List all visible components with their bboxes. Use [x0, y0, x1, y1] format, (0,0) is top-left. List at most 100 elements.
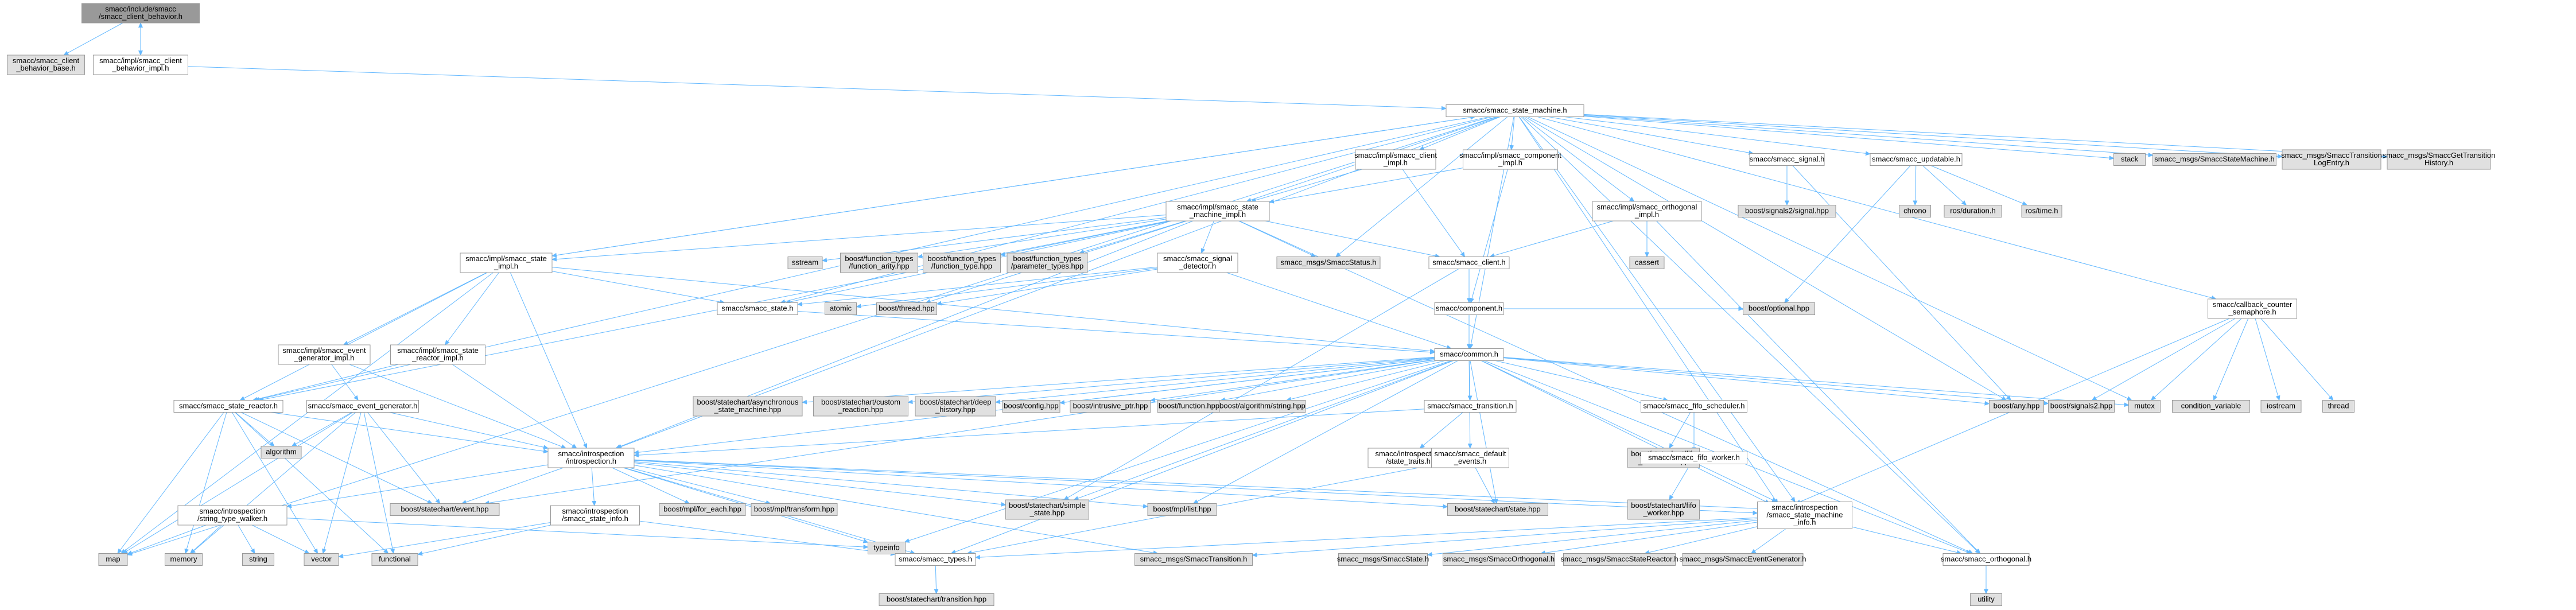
- node-label: _impl.h: [1498, 158, 1522, 167]
- graph-node-n20: boost/function_types/function_arity.hpp: [840, 252, 918, 273]
- graph-node-n4[interactable]: smacc/impl/smacc_client_impl.h: [1354, 149, 1437, 170]
- graph-node-n33[interactable]: smacc/common.h: [1434, 348, 1504, 361]
- node-label: smacc/include/smacc: [105, 5, 176, 13]
- graph-node-n13[interactable]: smacc/impl/smacc_orthogonal_impl.h: [1592, 201, 1702, 222]
- graph-node-n43[interactable]: smacc/smacc_transition.h: [1424, 400, 1517, 413]
- node-label: boost/algorithm/string.hpp: [1219, 402, 1306, 410]
- node-label: smacc/impl/smacc_component: [1459, 151, 1561, 160]
- graph-node-n70: map: [98, 553, 128, 566]
- edge-n52-n73: [322, 412, 362, 554]
- graph-node-n78: smacc_msgs/SmaccState.h: [1337, 553, 1429, 566]
- edge-n34-n54: [349, 364, 567, 449]
- node-layer: smacc/include/smacc/smacc_client_behavio…: [7, 3, 2495, 606]
- graph-node-n28[interactable]: smacc/smacc_state.h: [717, 302, 798, 315]
- graph-node-n27[interactable]: smacc/callback_counter_semaphore.h: [2208, 298, 2297, 319]
- graph-node-n58[interactable]: smacc/smacc_fifo_worker.h: [1641, 452, 1747, 464]
- graph-node-n24: smacc_msgs/SmaccStatus.h: [1276, 257, 1381, 269]
- graph-node-n67[interactable]: smacc/introspection/string_type_walker.h: [177, 505, 287, 526]
- node-label: smacc/impl/smacc_event: [282, 346, 366, 355]
- graph-node-n69[interactable]: smacc/introspection/smacc_state_machine_…: [1757, 502, 1852, 529]
- graph-node-n59: boost/statechart/event.hpp: [390, 503, 500, 516]
- graph-node-n54[interactable]: smacc/introspection/introspection.h: [547, 448, 635, 468]
- edge-n3-n8: [1583, 116, 2115, 161]
- node-label: /function_arity.hpp: [849, 262, 909, 270]
- edge-n33-n36: [802, 356, 1435, 405]
- graph-node-n56[interactable]: smacc/smacc_default_events.h: [1431, 448, 1509, 468]
- edge-n54-n68: [591, 467, 597, 506]
- node-box: [1355, 149, 1436, 170]
- graph-node-n52[interactable]: smacc/smacc_event_generator.h: [306, 400, 419, 413]
- edge-n3-n4: [1419, 116, 1501, 150]
- graph-node-n44[interactable]: smacc/smacc_fifo_scheduler.h: [1641, 400, 1747, 413]
- graph-node-n9: smacc_msgs/SmaccStateMachine.h: [2153, 153, 2276, 166]
- graph-node-n12[interactable]: smacc/impl/smacc_state_machine_impl.h: [1165, 201, 1270, 222]
- graph-node-n2[interactable]: smacc/impl/smacc_client_behavior_impl.h: [93, 55, 188, 75]
- node-label: _impl.h: [1634, 210, 1659, 219]
- edge-n3-n11: [1583, 114, 2388, 159]
- node-label: atomic: [830, 304, 852, 313]
- node-label: boost/signals2/signal.hpp: [1745, 207, 1829, 215]
- graph-node-n5[interactable]: smacc/impl/smacc_component_impl.h: [1459, 149, 1561, 170]
- graph-node-n36: boost/statechart/asynchronous_state_mach…: [693, 396, 803, 417]
- node-box: [165, 553, 203, 566]
- graph-node-n1: smacc/smacc_client_behavior_base.h: [7, 55, 85, 75]
- edge-n12-n51: [258, 220, 1168, 402]
- graph-node-n68[interactable]: smacc/introspection/smacc_state_info.h: [550, 505, 640, 526]
- graph-node-n84: utility: [1970, 593, 2002, 606]
- edge-n54-n63: [634, 461, 1148, 509]
- edge-n5-n12: [1269, 168, 1463, 204]
- edge-n27-n49: [2255, 318, 2280, 401]
- node-label: /introspection.h: [566, 457, 616, 465]
- edge-n69-n79: [1540, 522, 1758, 555]
- edge-n33-n75: [904, 360, 1451, 543]
- node-label: boost/config.hpp: [1004, 402, 1058, 410]
- edge-n33-n69: [1481, 360, 1777, 502]
- node-label: boost/function_types: [1013, 254, 1082, 263]
- edge-n67-n70: [127, 524, 207, 555]
- node-label: boost/function_types: [845, 254, 914, 263]
- node-box: [1641, 400, 1747, 413]
- node-box: [1431, 448, 1509, 468]
- edge-n43-n54: [634, 409, 1425, 458]
- graph-node-n0[interactable]: smacc/include/smacc/smacc_client_behavio…: [81, 3, 200, 24]
- node-box: [1757, 502, 1852, 529]
- node-label: smacc/smacc_client.h: [1432, 258, 1505, 267]
- node-box: [7, 55, 85, 75]
- graph-node-n31[interactable]: smacc/component.h: [1434, 302, 1504, 315]
- edge-n33-n42: [1286, 360, 1446, 402]
- edge-n54-n62: [634, 462, 1007, 507]
- node-box: [93, 55, 188, 75]
- graph-node-n80: smacc_msgs/SmaccStateReactor.h: [1560, 553, 1679, 566]
- node-label: /function_type.hpp: [931, 262, 992, 270]
- node-box: [1165, 201, 1270, 222]
- graph-node-n47: mutex: [2128, 400, 2161, 413]
- graph-node-n35[interactable]: smacc/impl/smacc_state_reactor_impl.h: [390, 344, 485, 365]
- graph-node-n23[interactable]: smacc/smacc_signal_detector.h: [1157, 252, 1238, 273]
- graph-node-n34[interactable]: smacc/impl/smacc_event_generator_impl.h: [278, 344, 371, 365]
- graph-node-n14: boost/signals2/signal.hpp: [1738, 205, 1836, 217]
- graph-node-n76[interactable]: smacc/smacc_types.h: [895, 553, 976, 566]
- node-box: [868, 542, 906, 554]
- edge-n67-n73: [251, 524, 310, 554]
- graph-node-n29: atomic: [825, 302, 857, 315]
- node-label: smacc/smacc_state_machine.h: [1463, 106, 1567, 115]
- node-label: _machine_impl.h: [1189, 210, 1246, 219]
- edge-n52-n54: [389, 412, 549, 450]
- graph-node-n51[interactable]: smacc/smacc_state_reactor.h: [173, 400, 283, 413]
- edge-n68-n73: [338, 522, 551, 558]
- edge-n33-n46: [1503, 357, 2049, 406]
- graph-node-n3[interactable]: smacc/smacc_state_machine.h: [1446, 104, 1584, 117]
- edge-n12-n18: [551, 215, 1167, 262]
- graph-node-n7[interactable]: smacc/smacc_updatable.h: [1870, 153, 1963, 166]
- node-label: /smacc_state_machine: [1767, 511, 1843, 519]
- edge-n12-n22: [1079, 220, 1186, 254]
- node-label: _state.hpp: [1029, 508, 1065, 517]
- graph-node-n25[interactable]: smacc/smacc_client.h: [1428, 257, 1510, 269]
- graph-node-n6[interactable]: smacc/smacc_signal.h: [1749, 153, 1825, 166]
- node-label: boost/statechart/custom: [821, 398, 900, 406]
- node-label: smacc/smacc_fifo_worker.h: [1648, 453, 1740, 462]
- node-box: [1970, 593, 2002, 606]
- graph-node-n18[interactable]: smacc/impl/smacc_state_impl.h: [460, 252, 553, 273]
- graph-node-n82[interactable]: smacc/smacc_orthogonal.h: [1941, 553, 2031, 566]
- graph-node-n50: thread: [2322, 400, 2354, 413]
